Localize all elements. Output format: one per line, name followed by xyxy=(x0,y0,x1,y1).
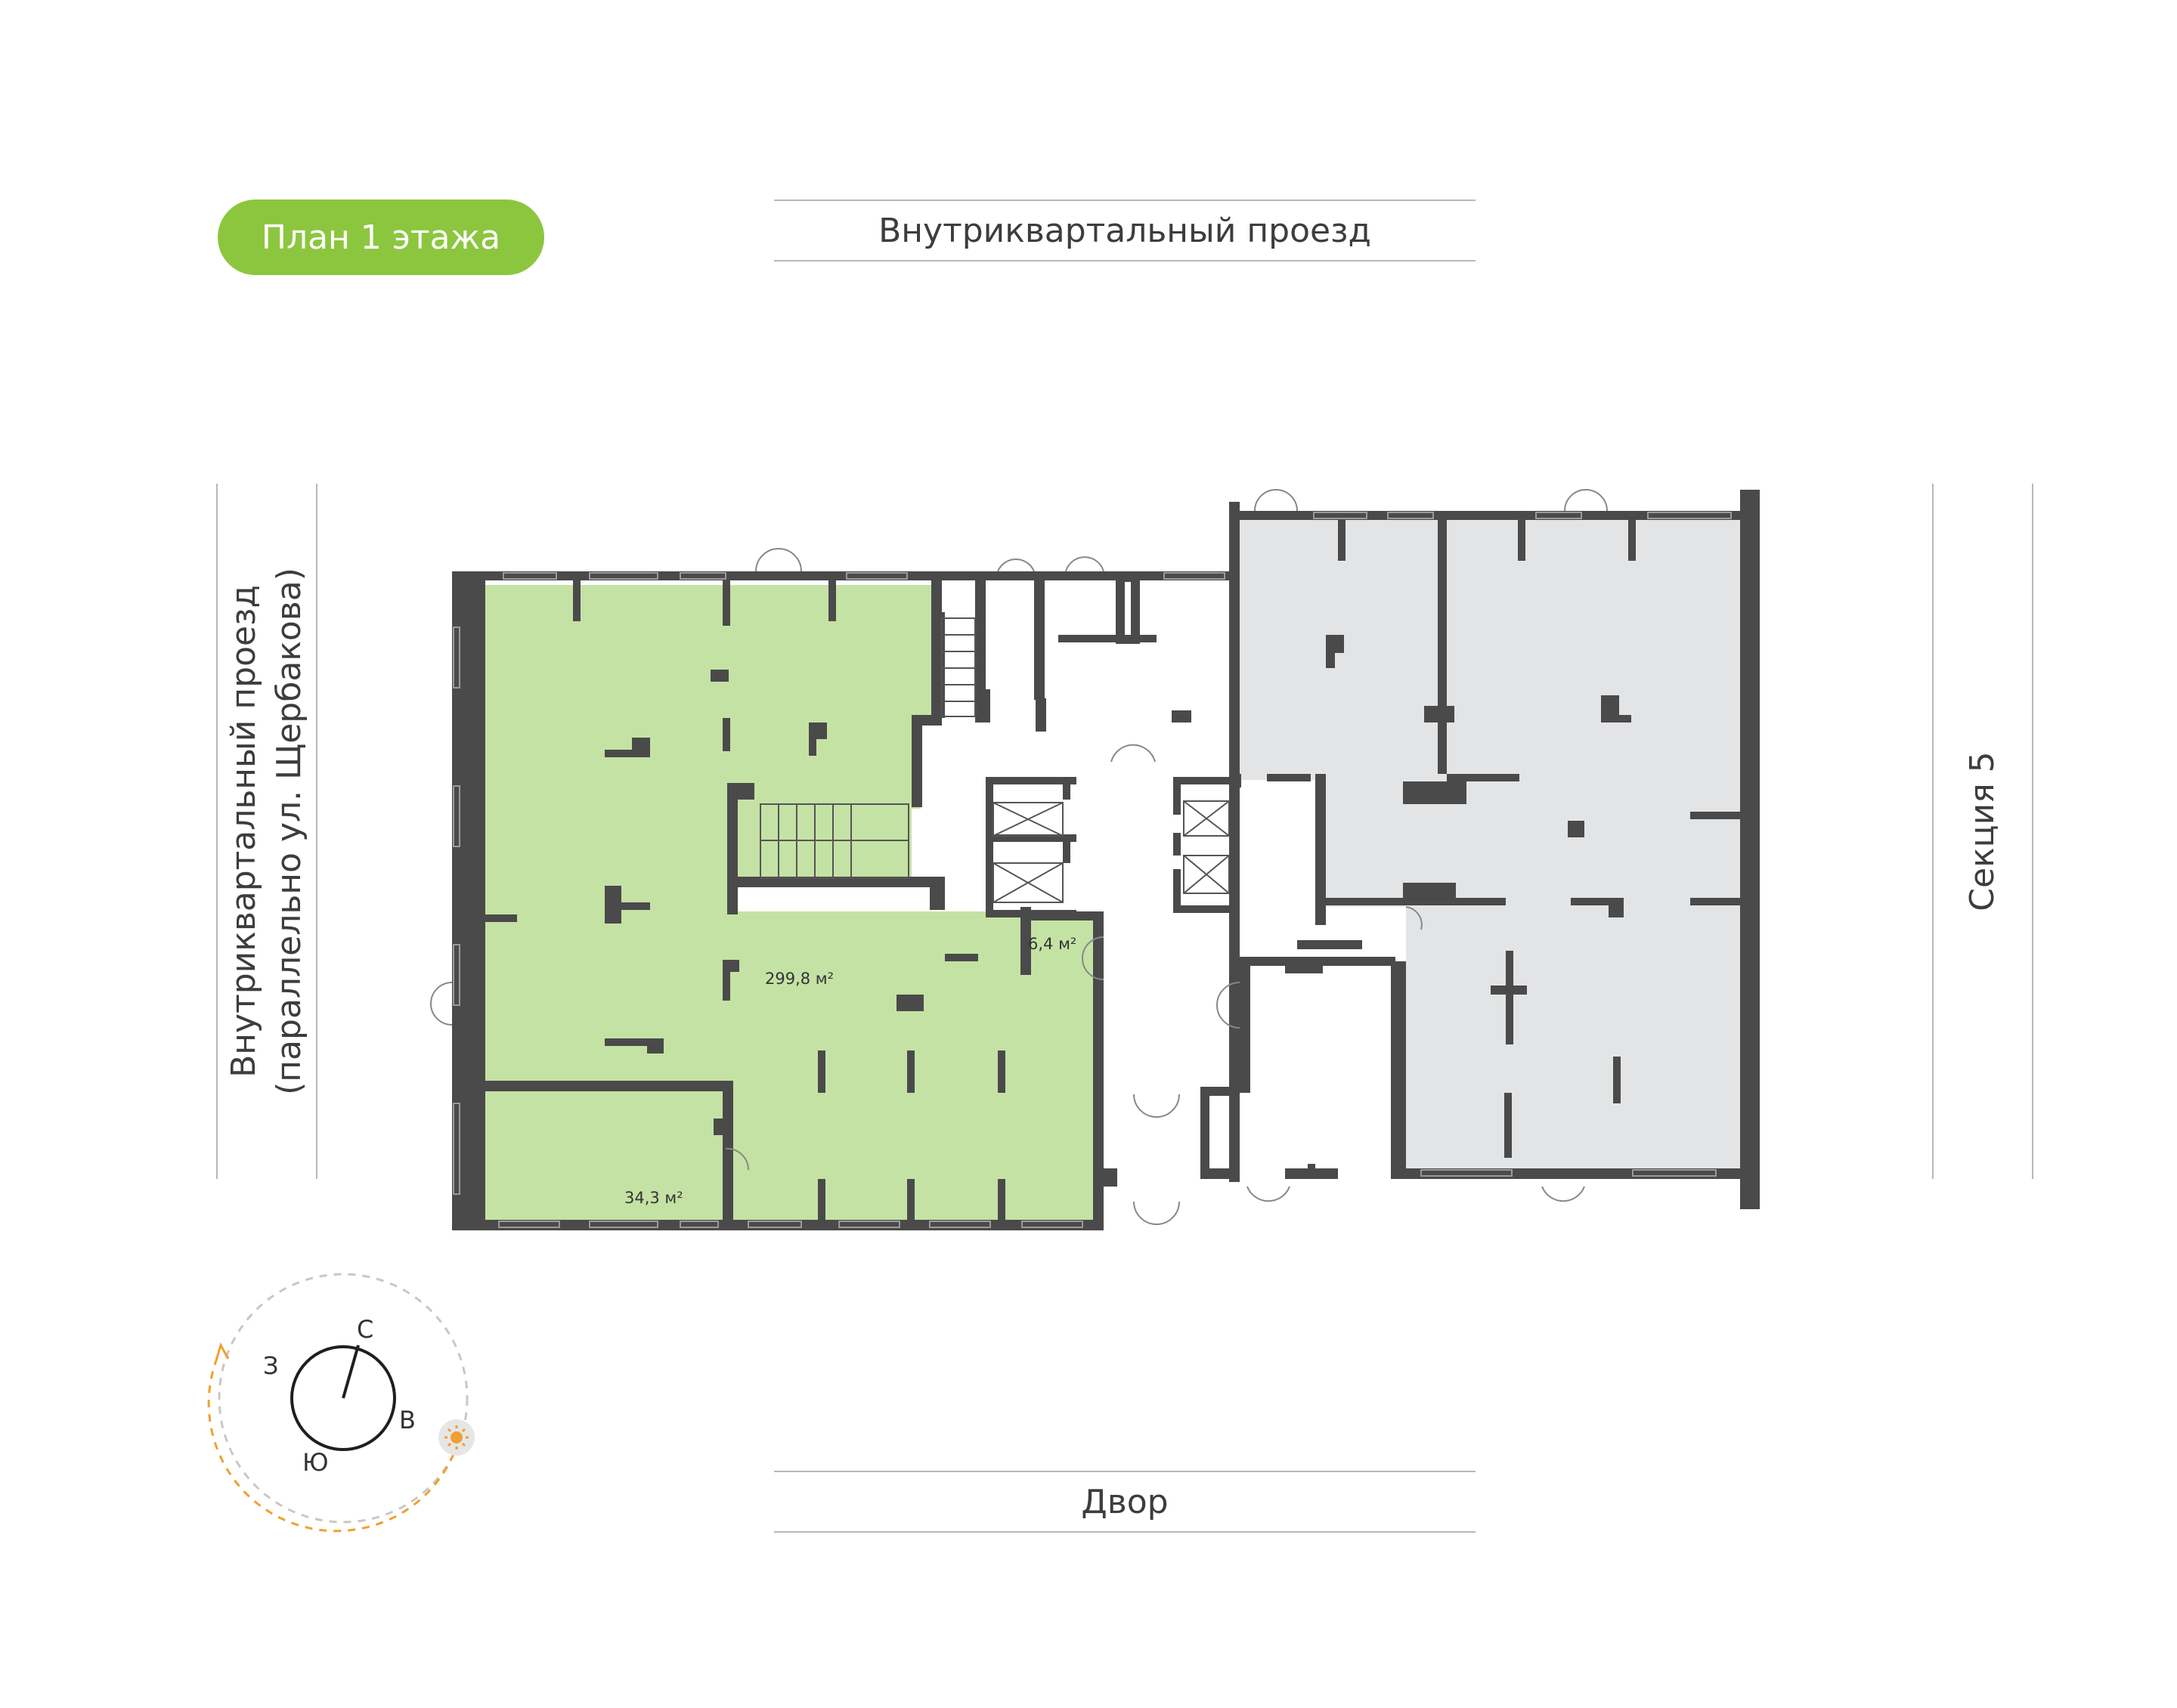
window xyxy=(589,1221,658,1228)
window xyxy=(680,572,726,580)
doors xyxy=(430,489,1608,1225)
elevator-1 xyxy=(993,802,1064,837)
window xyxy=(1313,512,1367,519)
compass-dial xyxy=(290,1345,396,1451)
compass-east: В xyxy=(399,1406,416,1434)
window xyxy=(929,1221,991,1228)
window xyxy=(1387,512,1434,519)
sun-path-arrow xyxy=(215,1342,230,1361)
window xyxy=(838,1221,900,1228)
compass-west: З xyxy=(263,1351,279,1380)
window xyxy=(453,944,460,1006)
street-top-label: Внутриквартальный проезд xyxy=(878,211,1371,250)
window xyxy=(498,1221,560,1228)
window xyxy=(589,572,658,580)
window xyxy=(748,1221,802,1228)
sun-path-circle xyxy=(218,1273,469,1524)
area-main-label: 299,8 м² xyxy=(765,970,834,988)
elevator-3 xyxy=(1183,800,1230,837)
plan-title-badge: План 1 этажа xyxy=(218,200,544,275)
street-bottom: Двор xyxy=(774,1471,1476,1533)
street-right: Секция 5 xyxy=(1932,484,2033,1179)
window xyxy=(680,1221,719,1228)
compass: С В Ю З xyxy=(207,1273,475,1533)
gray-unit-4 xyxy=(1406,907,1749,1173)
window xyxy=(453,1103,460,1195)
windows xyxy=(453,512,1732,1228)
gray-unit-2 xyxy=(1451,518,1749,780)
plan-title: План 1 этажа xyxy=(261,218,501,257)
gray-unit-1 xyxy=(1238,518,1451,780)
window xyxy=(1535,512,1582,519)
window xyxy=(1647,512,1732,519)
window xyxy=(1632,1169,1717,1177)
unit-wc-area[interactable] xyxy=(1030,911,1101,1010)
window xyxy=(846,572,908,580)
window xyxy=(1163,572,1225,580)
street-bottom-label: Двор xyxy=(1081,1482,1169,1521)
compass-needle xyxy=(342,1344,360,1399)
unit-small-area[interactable] xyxy=(484,1091,727,1220)
window xyxy=(453,627,460,688)
compass-south: Ю xyxy=(302,1448,329,1477)
elevator-4 xyxy=(1183,855,1230,894)
sun-path-arc xyxy=(207,1352,455,1533)
sun-icon xyxy=(438,1419,475,1456)
other-units xyxy=(1238,518,1749,1173)
street-top: Внутриквартальный проезд xyxy=(774,200,1476,261)
window xyxy=(503,572,557,580)
street-left: Внутриквартальный проезд (параллельно ул… xyxy=(216,484,317,1179)
compass-north: С xyxy=(357,1315,373,1344)
window xyxy=(1021,1221,1083,1228)
window xyxy=(453,785,460,847)
area-small-label: 34,3 м² xyxy=(624,1189,683,1207)
window xyxy=(1420,1169,1513,1177)
elevator-2 xyxy=(993,862,1064,903)
stair-elevator xyxy=(760,617,1230,903)
area-wc-label: 6,4 м² xyxy=(1028,935,1076,953)
gray-unit-3 xyxy=(1324,780,1749,907)
